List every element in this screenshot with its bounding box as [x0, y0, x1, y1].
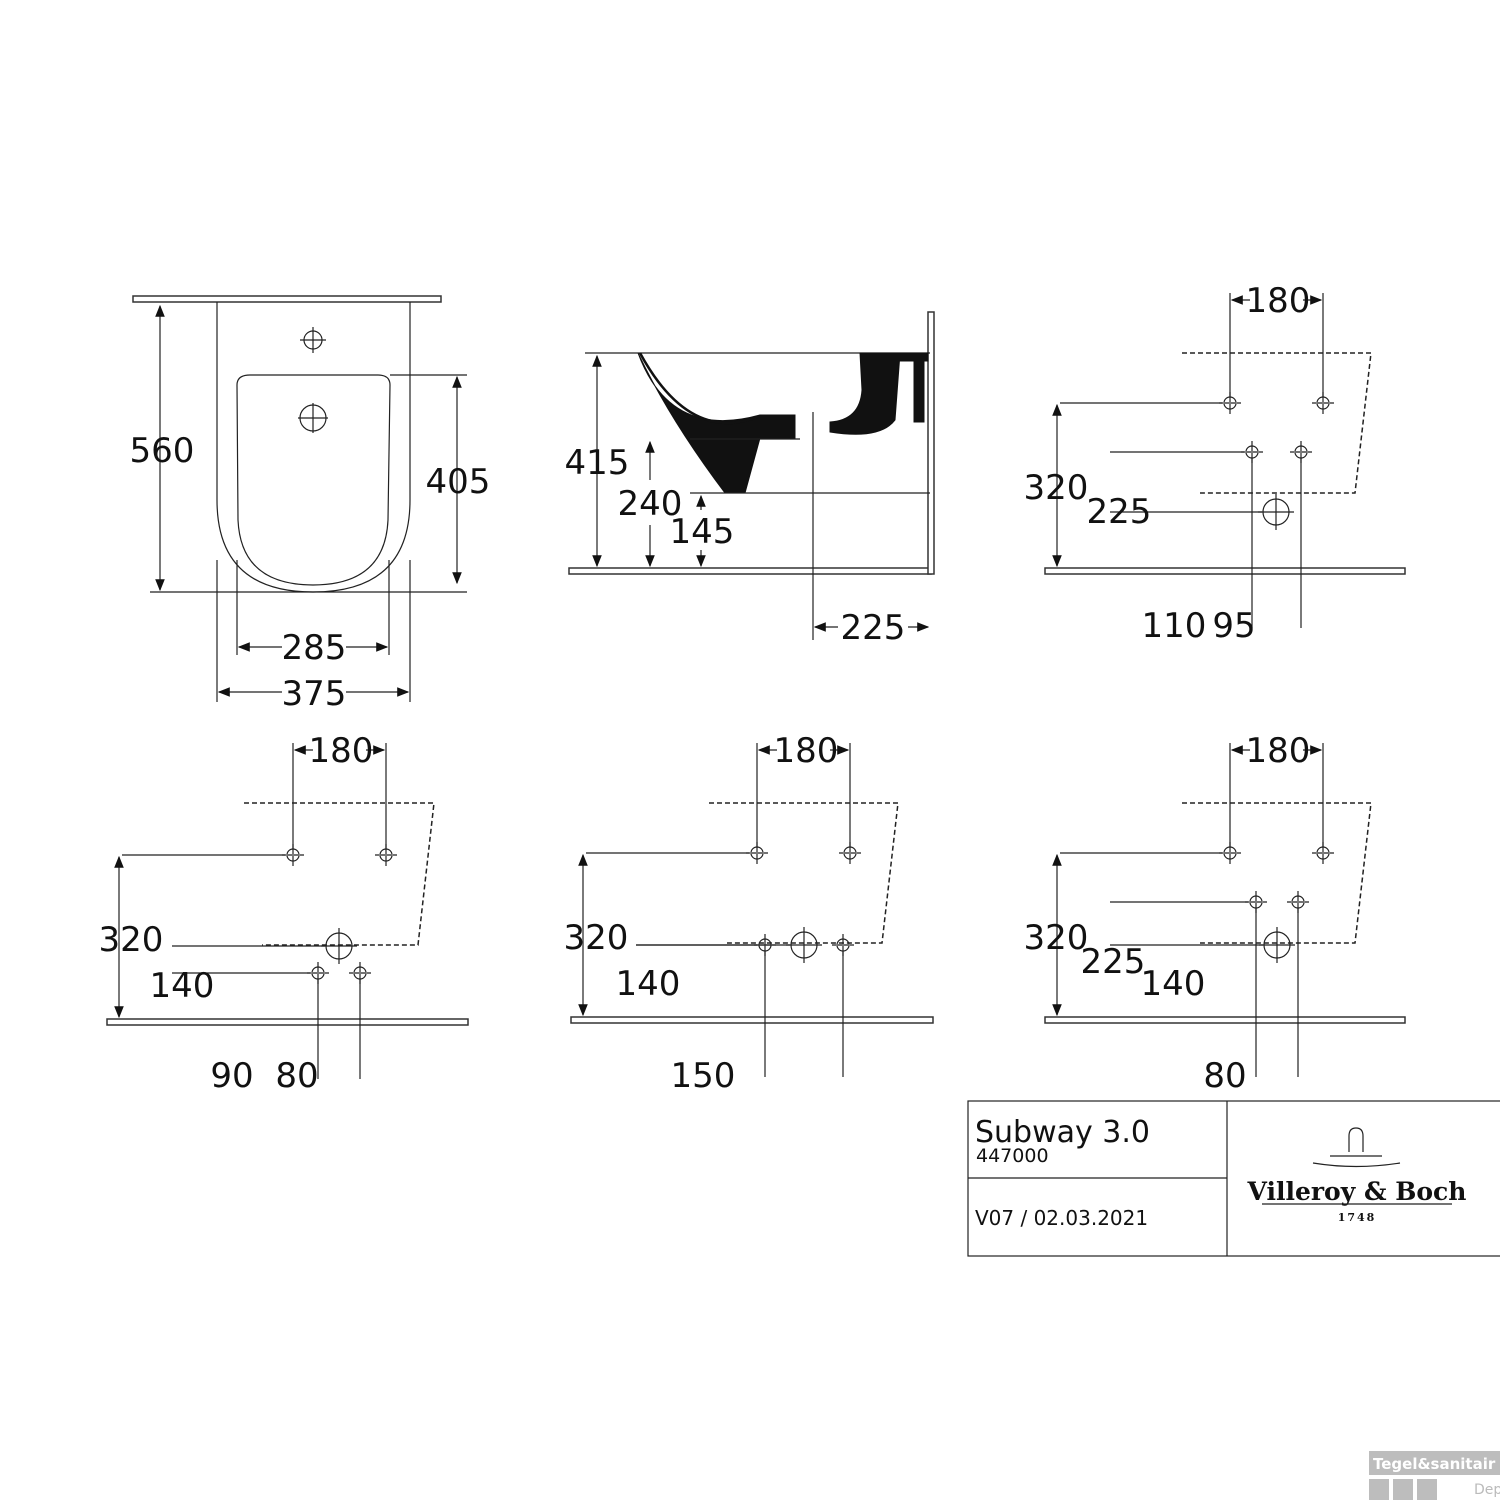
brand-logo: Villeroy & Boch 1748 — [1247, 1127, 1467, 1224]
floor-plate — [1044, 1016, 1406, 1024]
bowl-outline — [236, 374, 391, 586]
dim-140: 140 — [616, 964, 681, 1004]
dim-80: 80 — [275, 1056, 318, 1096]
dim-375: 375 — [282, 674, 347, 714]
dim-225: 225 — [1081, 942, 1146, 982]
watermark-line1: Tegel&sanitair — [1373, 1455, 1496, 1473]
floor-plate — [106, 1018, 469, 1026]
tap-hole-icon — [300, 327, 326, 353]
dim-80: 80 — [1203, 1056, 1246, 1096]
dim-180: 180 — [774, 731, 839, 771]
dim-140: 140 — [1141, 964, 1206, 1004]
dim-180: 180 — [309, 731, 374, 771]
dim-320: 320 — [99, 920, 164, 960]
dim-320: 320 — [564, 918, 629, 958]
rear-view-4: 180 320 225 140 80 — [1024, 731, 1311, 1096]
version-date: V07 / 02.03.2021 — [975, 1206, 1148, 1230]
floor-plate — [568, 567, 932, 575]
dim-320: 320 — [1024, 918, 1089, 958]
bidet-outline-dashed — [1182, 352, 1372, 494]
bidet-outline-dashed — [1182, 802, 1372, 944]
bidet-outline-dashed — [709, 802, 899, 944]
dim-95: 95 — [1212, 606, 1255, 646]
waste-hole-icon — [1259, 927, 1295, 963]
wall-plate — [132, 295, 442, 303]
bidet-outline-dashed — [244, 802, 435, 946]
dim-240: 240 — [618, 484, 683, 524]
dim-145: 145 — [670, 512, 735, 552]
waste-hole-icon — [786, 927, 822, 963]
waste-hole-icon — [321, 928, 357, 964]
drain-hole-icon — [298, 403, 328, 433]
dim-225: 225 — [1087, 492, 1152, 532]
floor-plate — [570, 1016, 934, 1024]
floor-plate — [1044, 567, 1406, 575]
dim-180: 180 — [1246, 731, 1311, 771]
rear-view-2: 180 320 140 90 80 — [99, 731, 374, 1096]
dim-560: 560 — [130, 431, 195, 471]
dim-320: 320 — [1024, 468, 1089, 508]
dim-90: 90 — [210, 1056, 253, 1096]
rear-view-3: 180 320 140 150 — [564, 731, 839, 1096]
dim-150: 150 — [671, 1056, 736, 1096]
drop-icon — [1369, 1479, 1389, 1500]
dim-415: 415 — [565, 443, 630, 483]
article-number: 447000 — [976, 1145, 1049, 1167]
title-block: Subway 3.0 447000 V07 / 02.03.2021 Ville… — [967, 1100, 1500, 1257]
dim-285: 285 — [282, 628, 347, 668]
dim-405: 405 — [426, 462, 491, 502]
product-name: Subway 3.0 — [975, 1115, 1150, 1150]
waste-hole-icon — [1258, 494, 1294, 530]
dim-180: 180 — [1246, 281, 1311, 321]
watermark: Tegel&sanitair Depot — [1369, 1451, 1500, 1500]
side-view: 415 240 145 225 — [565, 311, 935, 648]
rear-views — [106, 293, 1406, 1079]
dim-225: 225 — [841, 608, 906, 648]
wall-plate — [927, 311, 935, 575]
top-view: 560 405 285 375 — [130, 295, 491, 714]
watermark-line2: Depot — [1474, 1482, 1500, 1498]
rear-view-1: 180 320 225 110 95 — [1024, 281, 1311, 646]
dim-110: 110 — [1142, 606, 1207, 646]
brand-name: Villeroy & Boch — [1247, 1177, 1467, 1206]
dim-140: 140 — [150, 966, 215, 1006]
brand-year: 1748 — [1338, 1211, 1377, 1224]
